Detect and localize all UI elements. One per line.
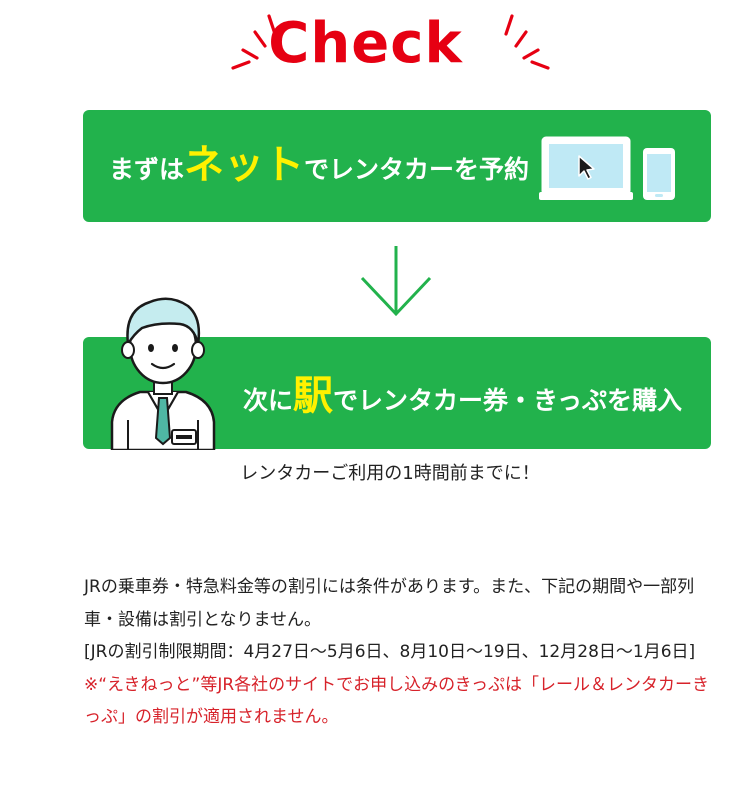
right-burst-icon xyxy=(504,14,550,70)
arrow-down-icon xyxy=(360,246,432,317)
step1-banner: まずはネットでレンタカーを予約 xyxy=(83,110,711,222)
smartphone-icon xyxy=(643,148,675,200)
conditions: JRの乗車券・特急料金等の割引には条件があります。また、下記の期間や一部列車・設… xyxy=(84,571,714,734)
staff-person-icon xyxy=(110,297,216,450)
step1-text: まずはネットでレンタカーを予約 xyxy=(109,140,529,195)
left-burst-icon xyxy=(231,14,277,70)
check-title: Check xyxy=(268,11,463,76)
check-header: Check xyxy=(0,0,731,90)
conditions-paragraph: JRの乗車券・特急料金等の割引には条件があります。また、下記の期間や一部列車・設… xyxy=(84,577,695,630)
step1-highlight: ネット xyxy=(184,142,305,188)
step1-text-before: まずは xyxy=(109,155,185,184)
name-badge-icon xyxy=(171,429,197,445)
step2-text-after: でレンタカー券・きっぷを購入 xyxy=(333,386,683,415)
conditions-warning: ※“えきねっと”等JR各社のサイトでお申し込みのきっぷは「レール＆レンタカーきっ… xyxy=(84,674,709,728)
cursor-icon xyxy=(578,155,595,180)
step2-text-before: 次に xyxy=(243,386,294,415)
devices-illustration xyxy=(539,136,675,200)
conditions-period: [JRの割引制限期間：4月27日～5月6日、8月10日～19日、12月28日～1… xyxy=(84,642,696,662)
note-time: レンタカーご利用の1時間前までに！ xyxy=(240,463,540,484)
step2-highlight: 駅 xyxy=(293,373,334,419)
step2-text: 次に駅でレンタカー券・きっぷを購入 xyxy=(243,371,682,426)
step1-text-after: でレンタカーを予約 xyxy=(304,155,530,184)
